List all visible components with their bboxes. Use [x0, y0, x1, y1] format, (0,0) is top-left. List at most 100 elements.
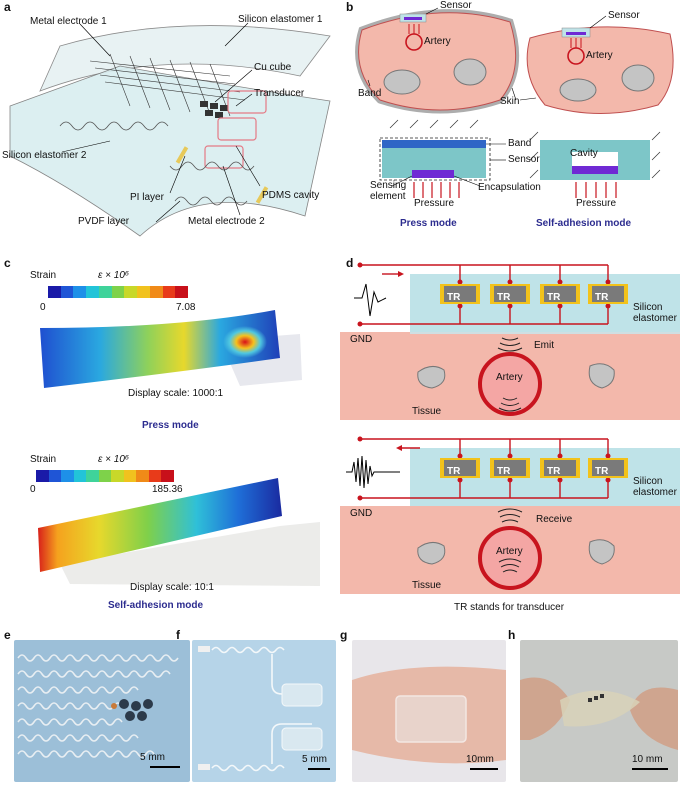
panel-b-illustration: [355, 7, 674, 198]
silicon-elastomer-top: Silicon elastomer: [633, 302, 677, 324]
photo-h-drawing: [520, 677, 678, 750]
colorbar-top-max: 7.08: [176, 302, 196, 313]
colorbar-swatch: [98, 470, 112, 482]
colorbar-swatch: [137, 286, 150, 298]
colorbar-swatch: [161, 470, 175, 482]
colorbar-swatch: [61, 470, 74, 482]
tr-label-8: TR: [595, 466, 609, 477]
colorbar-swatch: [175, 286, 189, 298]
scalebar-e: [150, 766, 180, 768]
photo-h: 10 mm: [520, 640, 678, 782]
label-pdms-cavity: PDMS cavity: [262, 190, 320, 201]
scalebar-h: [632, 768, 668, 770]
label-cu-cube: Cu cube: [254, 62, 292, 73]
panel-f-letter: f: [176, 628, 180, 642]
label-transducer: Transducer: [254, 88, 305, 99]
scale-text-g: 10mm: [466, 754, 494, 765]
panel-e-letter: e: [4, 628, 11, 642]
label-band-top: Band: [358, 88, 382, 99]
artery-label-bottom: Artery: [496, 546, 523, 557]
label-pressure-left: Pressure: [414, 198, 455, 209]
label-sensor-right: Sensor: [608, 10, 640, 21]
panel-a-letter: a: [4, 0, 11, 14]
panel-d-letter: d: [346, 256, 354, 270]
panel-d-illustration: [340, 262, 680, 594]
colorbar-bottom-max: 185.36: [152, 484, 183, 495]
colorbar-swatch: [162, 286, 176, 298]
colorbar-swatch: [124, 286, 138, 298]
colorbar-swatch: [148, 470, 162, 482]
scalebar-f: [308, 768, 330, 770]
silicon-elastomer-bottom: Silicon elastomer: [633, 476, 677, 498]
strain-unit-bottom: ε × 10⁶: [98, 454, 130, 465]
colorbar-swatch: [111, 470, 124, 482]
colorbar-swatch: [48, 286, 61, 298]
photo-g-drawing: [352, 666, 506, 764]
colorbar-swatch: [73, 470, 87, 482]
colorbar-bottom-min: 0: [30, 484, 36, 495]
label-sensing-element: Sensing element: [370, 180, 407, 202]
artery-label-top: Artery: [496, 372, 523, 383]
panel-c-letter: c: [4, 256, 11, 270]
gnd-label-bottom: GND: [350, 508, 373, 519]
scale-text-e: 5 mm: [140, 752, 165, 763]
strain-label-bottom: Strain: [30, 454, 57, 465]
self-adhesion-mode-caption-b: Self-adhesion mode: [536, 218, 632, 229]
label-artery-right: Artery: [586, 50, 613, 61]
label-pvdf-layer: PVDF layer: [78, 216, 130, 227]
display-scale-top: Display scale: 1000:1: [128, 388, 224, 399]
colorbar-swatch: [73, 286, 87, 298]
photo-g: 10mm: [352, 640, 506, 782]
self-adhesion-mode-caption-c: Self-adhesion mode: [108, 600, 204, 611]
photo-e: 5 mm: [14, 640, 190, 782]
colorbar-top-min: 0: [40, 302, 46, 313]
panel-a-illustration: [9, 22, 331, 237]
label-sensor-left: Sensor: [440, 0, 472, 11]
label-silicon-elastomer-2: Silicon elastomer 2: [2, 150, 87, 161]
strain-map-press: [40, 310, 302, 388]
label-cavity: Cavity: [570, 148, 598, 159]
strain-unit-top: ε × 10⁶: [98, 270, 130, 281]
press-mode-caption-c: Press mode: [142, 420, 199, 431]
tr-footnote: TR stands for transducer: [454, 602, 565, 613]
label-band: Band: [508, 138, 532, 149]
colorbar-bottom: [36, 470, 175, 482]
label-pi-layer: PI layer: [130, 192, 164, 203]
tr-label-1: TR: [447, 292, 461, 303]
photo-f-drawing: [198, 646, 323, 772]
tr-label-3: TR: [547, 292, 561, 303]
panel-g-letter: g: [340, 628, 348, 642]
colorbar-swatch: [60, 286, 74, 298]
photo-e-drawing: [17, 654, 179, 758]
colorbar-swatch: [36, 470, 49, 482]
colorbar-swatch: [48, 470, 62, 482]
tr-label-6: TR: [497, 466, 511, 477]
tr-label-5: TR: [447, 466, 461, 477]
colorbar-swatch: [111, 286, 125, 298]
display-scale-bottom: Display scale: 10:1: [130, 582, 214, 593]
colorbar-swatch: [123, 470, 137, 482]
emit-label: Emit: [534, 340, 554, 351]
press-mode-caption-b: Press mode: [400, 218, 457, 229]
label-metal-electrode-1: Metal electrode 1: [30, 16, 107, 27]
tr-label-7: TR: [547, 466, 561, 477]
receive-label: Receive: [536, 514, 573, 525]
scale-text-h: 10 mm: [632, 754, 663, 765]
panel-b-letter: b: [346, 0, 354, 14]
colorbar-swatch: [98, 286, 112, 298]
strain-map-self-adhesion: [38, 478, 320, 586]
label-skin: Skin: [500, 96, 520, 107]
scalebar-g: [470, 768, 498, 770]
tr-label-2: TR: [497, 292, 511, 303]
gnd-label-top: GND: [350, 334, 373, 345]
colorbar-swatch: [136, 470, 149, 482]
label-encapsulation: Encapsulation: [478, 182, 541, 193]
strain-label-top: Strain: [30, 270, 57, 281]
label-artery-left: Artery: [424, 36, 451, 47]
colorbar-swatch: [86, 470, 99, 482]
label-metal-electrode-2: Metal electrode 2: [188, 216, 265, 227]
label-sensor: Sensor: [508, 154, 540, 165]
label-pressure-right: Pressure: [576, 198, 617, 209]
colorbar-swatch: [149, 286, 163, 298]
label-silicon-elastomer-1: Silicon elastomer 1: [238, 14, 323, 25]
